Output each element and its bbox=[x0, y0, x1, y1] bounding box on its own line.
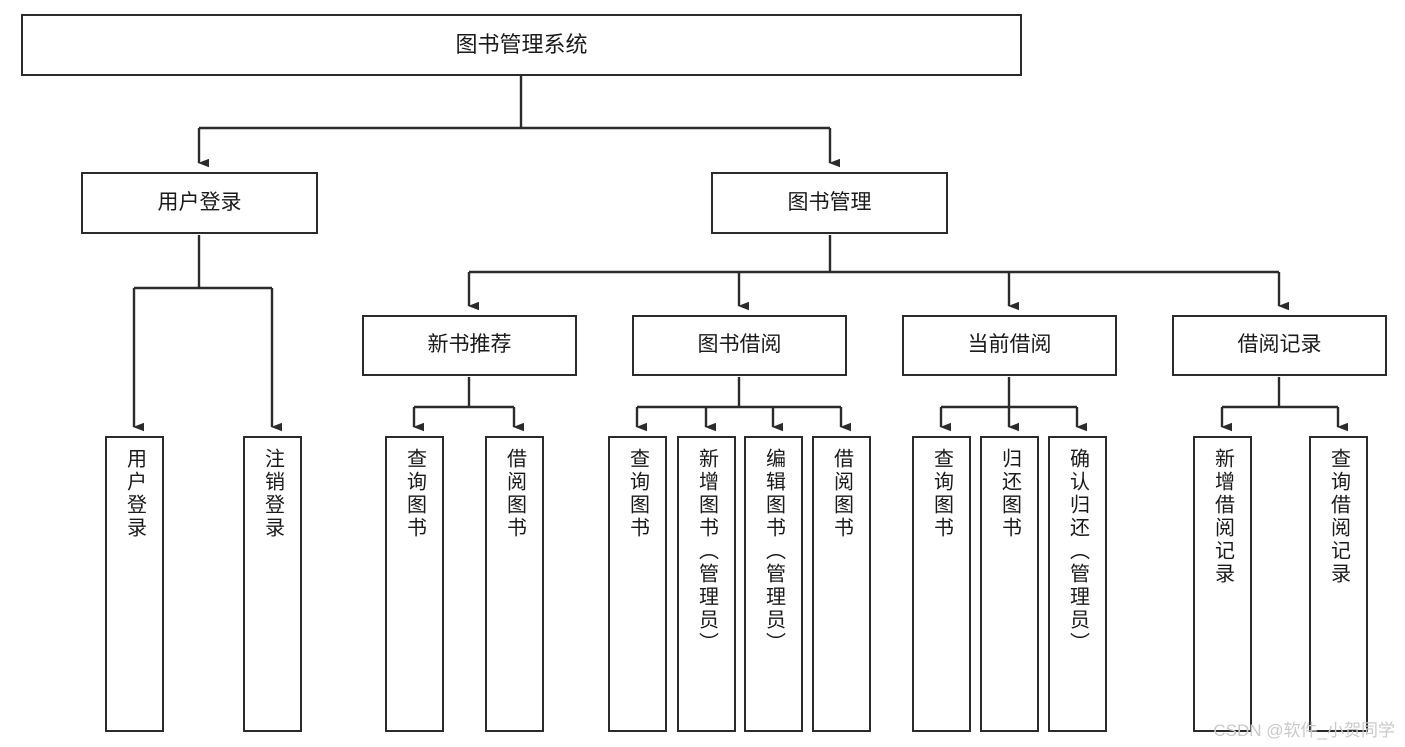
node-borrowing-record[interactable]: 借阅记录 bbox=[1172, 315, 1387, 376]
node-label: 新增图书（管理员） bbox=[695, 448, 718, 655]
node-label: 查询借阅记录 bbox=[1327, 448, 1350, 586]
node-leaf-confirm-return[interactable]: 确认归还（管理员） bbox=[1048, 436, 1107, 732]
node-label: 图书管理 bbox=[787, 190, 872, 214]
node-label: 注销登录 bbox=[261, 448, 284, 540]
node-label: 图书管理系统 bbox=[455, 32, 588, 58]
node-label: 新书推荐 bbox=[427, 333, 512, 357]
watermark-text: CSDN @软件_小贺同学 bbox=[1213, 721, 1395, 740]
node-leaf-borrow-book-2[interactable]: 借阅图书 bbox=[812, 436, 871, 732]
node-label: 借阅记录 bbox=[1237, 333, 1322, 357]
node-label: 用户登录 bbox=[157, 190, 242, 214]
node-label: 查询图书 bbox=[930, 448, 953, 540]
node-leaf-user-login[interactable]: 用户登录 bbox=[105, 436, 164, 732]
node-leaf-borrow-book-1[interactable]: 借阅图书 bbox=[485, 436, 544, 732]
node-leaf-query-book-1[interactable]: 查询图书 bbox=[385, 436, 444, 732]
node-new-book-recommendation[interactable]: 新书推荐 bbox=[362, 315, 577, 376]
node-label: 编辑图书（管理员） bbox=[762, 448, 785, 655]
node-leaf-query-book-3[interactable]: 查询图书 bbox=[912, 436, 971, 732]
node-label: 确认归还（管理员） bbox=[1066, 448, 1089, 655]
node-label: 归还图书 bbox=[998, 448, 1021, 540]
node-leaf-user-logout[interactable]: 注销登录 bbox=[243, 436, 302, 732]
node-current-borrowing[interactable]: 当前借阅 bbox=[902, 315, 1117, 376]
node-label: 图书借阅 bbox=[697, 333, 782, 357]
node-root-book-management-system[interactable]: 图书管理系统 bbox=[21, 14, 1022, 76]
node-label: 新增借阅记录 bbox=[1211, 448, 1234, 586]
node-leaf-add-book[interactable]: 新增图书（管理员） bbox=[677, 436, 736, 732]
node-book-management[interactable]: 图书管理 bbox=[711, 172, 948, 234]
node-leaf-query-borrow-record[interactable]: 查询借阅记录 bbox=[1309, 436, 1368, 732]
node-label: 查询图书 bbox=[403, 448, 426, 540]
node-label: 借阅图书 bbox=[503, 448, 526, 540]
node-user-login[interactable]: 用户登录 bbox=[81, 172, 318, 234]
node-label: 借阅图书 bbox=[830, 448, 853, 540]
node-label: 查询图书 bbox=[626, 448, 649, 540]
node-label: 当前借阅 bbox=[967, 333, 1052, 357]
node-label: 用户登录 bbox=[123, 448, 146, 540]
node-leaf-add-borrow-record[interactable]: 新增借阅记录 bbox=[1193, 436, 1252, 732]
node-leaf-return-book[interactable]: 归还图书 bbox=[980, 436, 1039, 732]
node-book-borrowing[interactable]: 图书借阅 bbox=[632, 315, 847, 376]
node-leaf-query-book-2[interactable]: 查询图书 bbox=[608, 436, 667, 732]
node-leaf-edit-book[interactable]: 编辑图书（管理员） bbox=[744, 436, 803, 732]
